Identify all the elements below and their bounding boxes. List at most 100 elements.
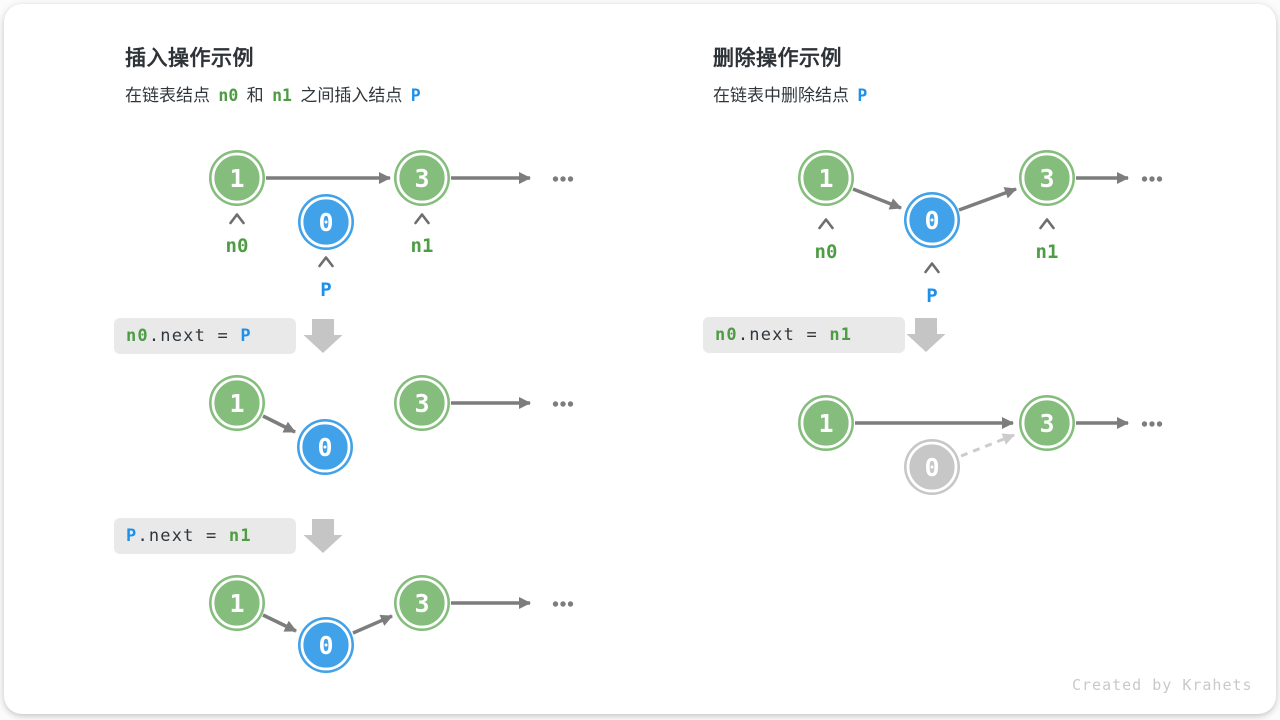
ellipsis-dot [552,601,559,607]
code-token: n0 [715,325,738,345]
caret-up-icon [414,213,430,225]
list-node-green [209,375,265,431]
list-node-green [209,150,265,206]
subtitle-token: n0 [218,86,239,105]
list-node-green [798,395,854,451]
node-ref-label: n0 [815,241,838,263]
code-token: n1 [829,325,853,345]
insert-panel-subtitle: 在链表结点 n0 和 n1 之间插入结点 P [125,81,424,106]
ellipsis-dot [567,601,574,607]
ellipsis-dot [1141,176,1148,182]
pointer-arrow [958,187,1017,212]
step-down-arrow-icon [303,319,343,353]
node-value: 0 [924,206,939,235]
list-node-green [798,150,854,206]
list-node-ring [1021,397,1073,449]
ellipsis-dot [1149,176,1155,182]
code-token: P [126,526,138,546]
list-node-green [1019,395,1075,451]
list-node-blue [298,617,354,673]
watermark-text: Created by Krahets [1072,676,1253,694]
ellipsis-dot [552,401,559,407]
list-node-ring [1021,152,1073,204]
ellipsis-dot [567,401,574,407]
node-value: 1 [229,589,244,618]
list-node-blue [297,419,353,475]
pointer-arrow [262,613,297,633]
code-statement: n0.next = n1 [703,317,905,353]
subtitle-token: 之间插入结点 [294,86,408,106]
node-value: 0 [924,453,939,482]
node-ref-label: n1 [1036,241,1059,263]
list-node-green [394,150,450,206]
list-node-ring [396,577,448,629]
list-node-green [394,375,450,431]
node-value: 1 [229,389,244,418]
code-token: .next = [148,326,241,346]
node-value: 3 [414,164,429,193]
list-node-gray [904,439,960,495]
node-value: 3 [1039,409,1054,438]
ellipsis-dot [1156,421,1163,427]
pointer-arrow [262,414,296,434]
code-token: n1 [228,526,252,546]
ellipsis-dot [560,401,566,407]
pointer-arrow [352,614,393,635]
insert-panel-title: 插入操作示例 [125,46,254,70]
ellipsis-dot [1156,176,1163,182]
pointer-arrow [852,187,902,210]
node-ref-label: P [926,285,937,307]
code-token: n0 [126,326,149,346]
delete-panel-title: 删除操作示例 [713,46,842,70]
caret-up-icon [229,213,245,225]
ellipsis-dot [552,176,559,182]
ellipsis-dot [1141,421,1148,427]
code-token: .next = [737,325,830,345]
list-node-green [1019,150,1075,206]
list-node-ring [396,377,448,429]
node-value: 0 [318,208,333,237]
list-node-ring [211,377,263,429]
list-node-blue [298,194,354,250]
code-token: .next = [137,526,229,546]
subtitle-token: 在链表结点 [125,86,216,106]
subtitle-token: P [857,86,868,105]
node-ref-label: n0 [226,235,249,257]
ellipsis-dot [560,601,566,607]
list-node-green [209,575,265,631]
list-node-blue [904,192,960,248]
ellipsis-dot [560,176,566,182]
caret-up-icon [818,218,834,230]
list-node-green [394,575,450,631]
pointer-arrow-dashed [960,433,1015,458]
node-value: 1 [229,164,244,193]
node-value: 3 [1039,164,1054,193]
node-value: 0 [317,433,332,462]
step-down-arrow-icon [906,318,946,352]
list-node-ring [800,152,852,204]
list-node-ring [396,152,448,204]
subtitle-token: 在链表中删除结点 [713,86,855,106]
node-value: 1 [818,164,833,193]
caret-up-icon [318,256,334,268]
step-down-arrow-icon [303,519,343,553]
subtitle-token: 和 [241,86,270,106]
node-value: 3 [414,389,429,418]
subtitle-token: P [410,86,421,105]
list-node-ring [300,619,352,671]
list-node-ring [906,194,958,246]
list-node-ring [300,196,352,248]
caret-up-icon [924,262,940,274]
node-value: 0 [318,631,333,660]
code-token: P [240,326,252,346]
list-node-ring [299,421,351,473]
list-node-ring [211,577,263,629]
list-node-ring [906,441,958,493]
node-ref-label: n1 [411,235,434,257]
ellipsis-dot [1149,421,1155,427]
caret-up-icon [1039,218,1055,230]
node-value: 3 [414,589,429,618]
node-ref-label: P [320,279,331,301]
